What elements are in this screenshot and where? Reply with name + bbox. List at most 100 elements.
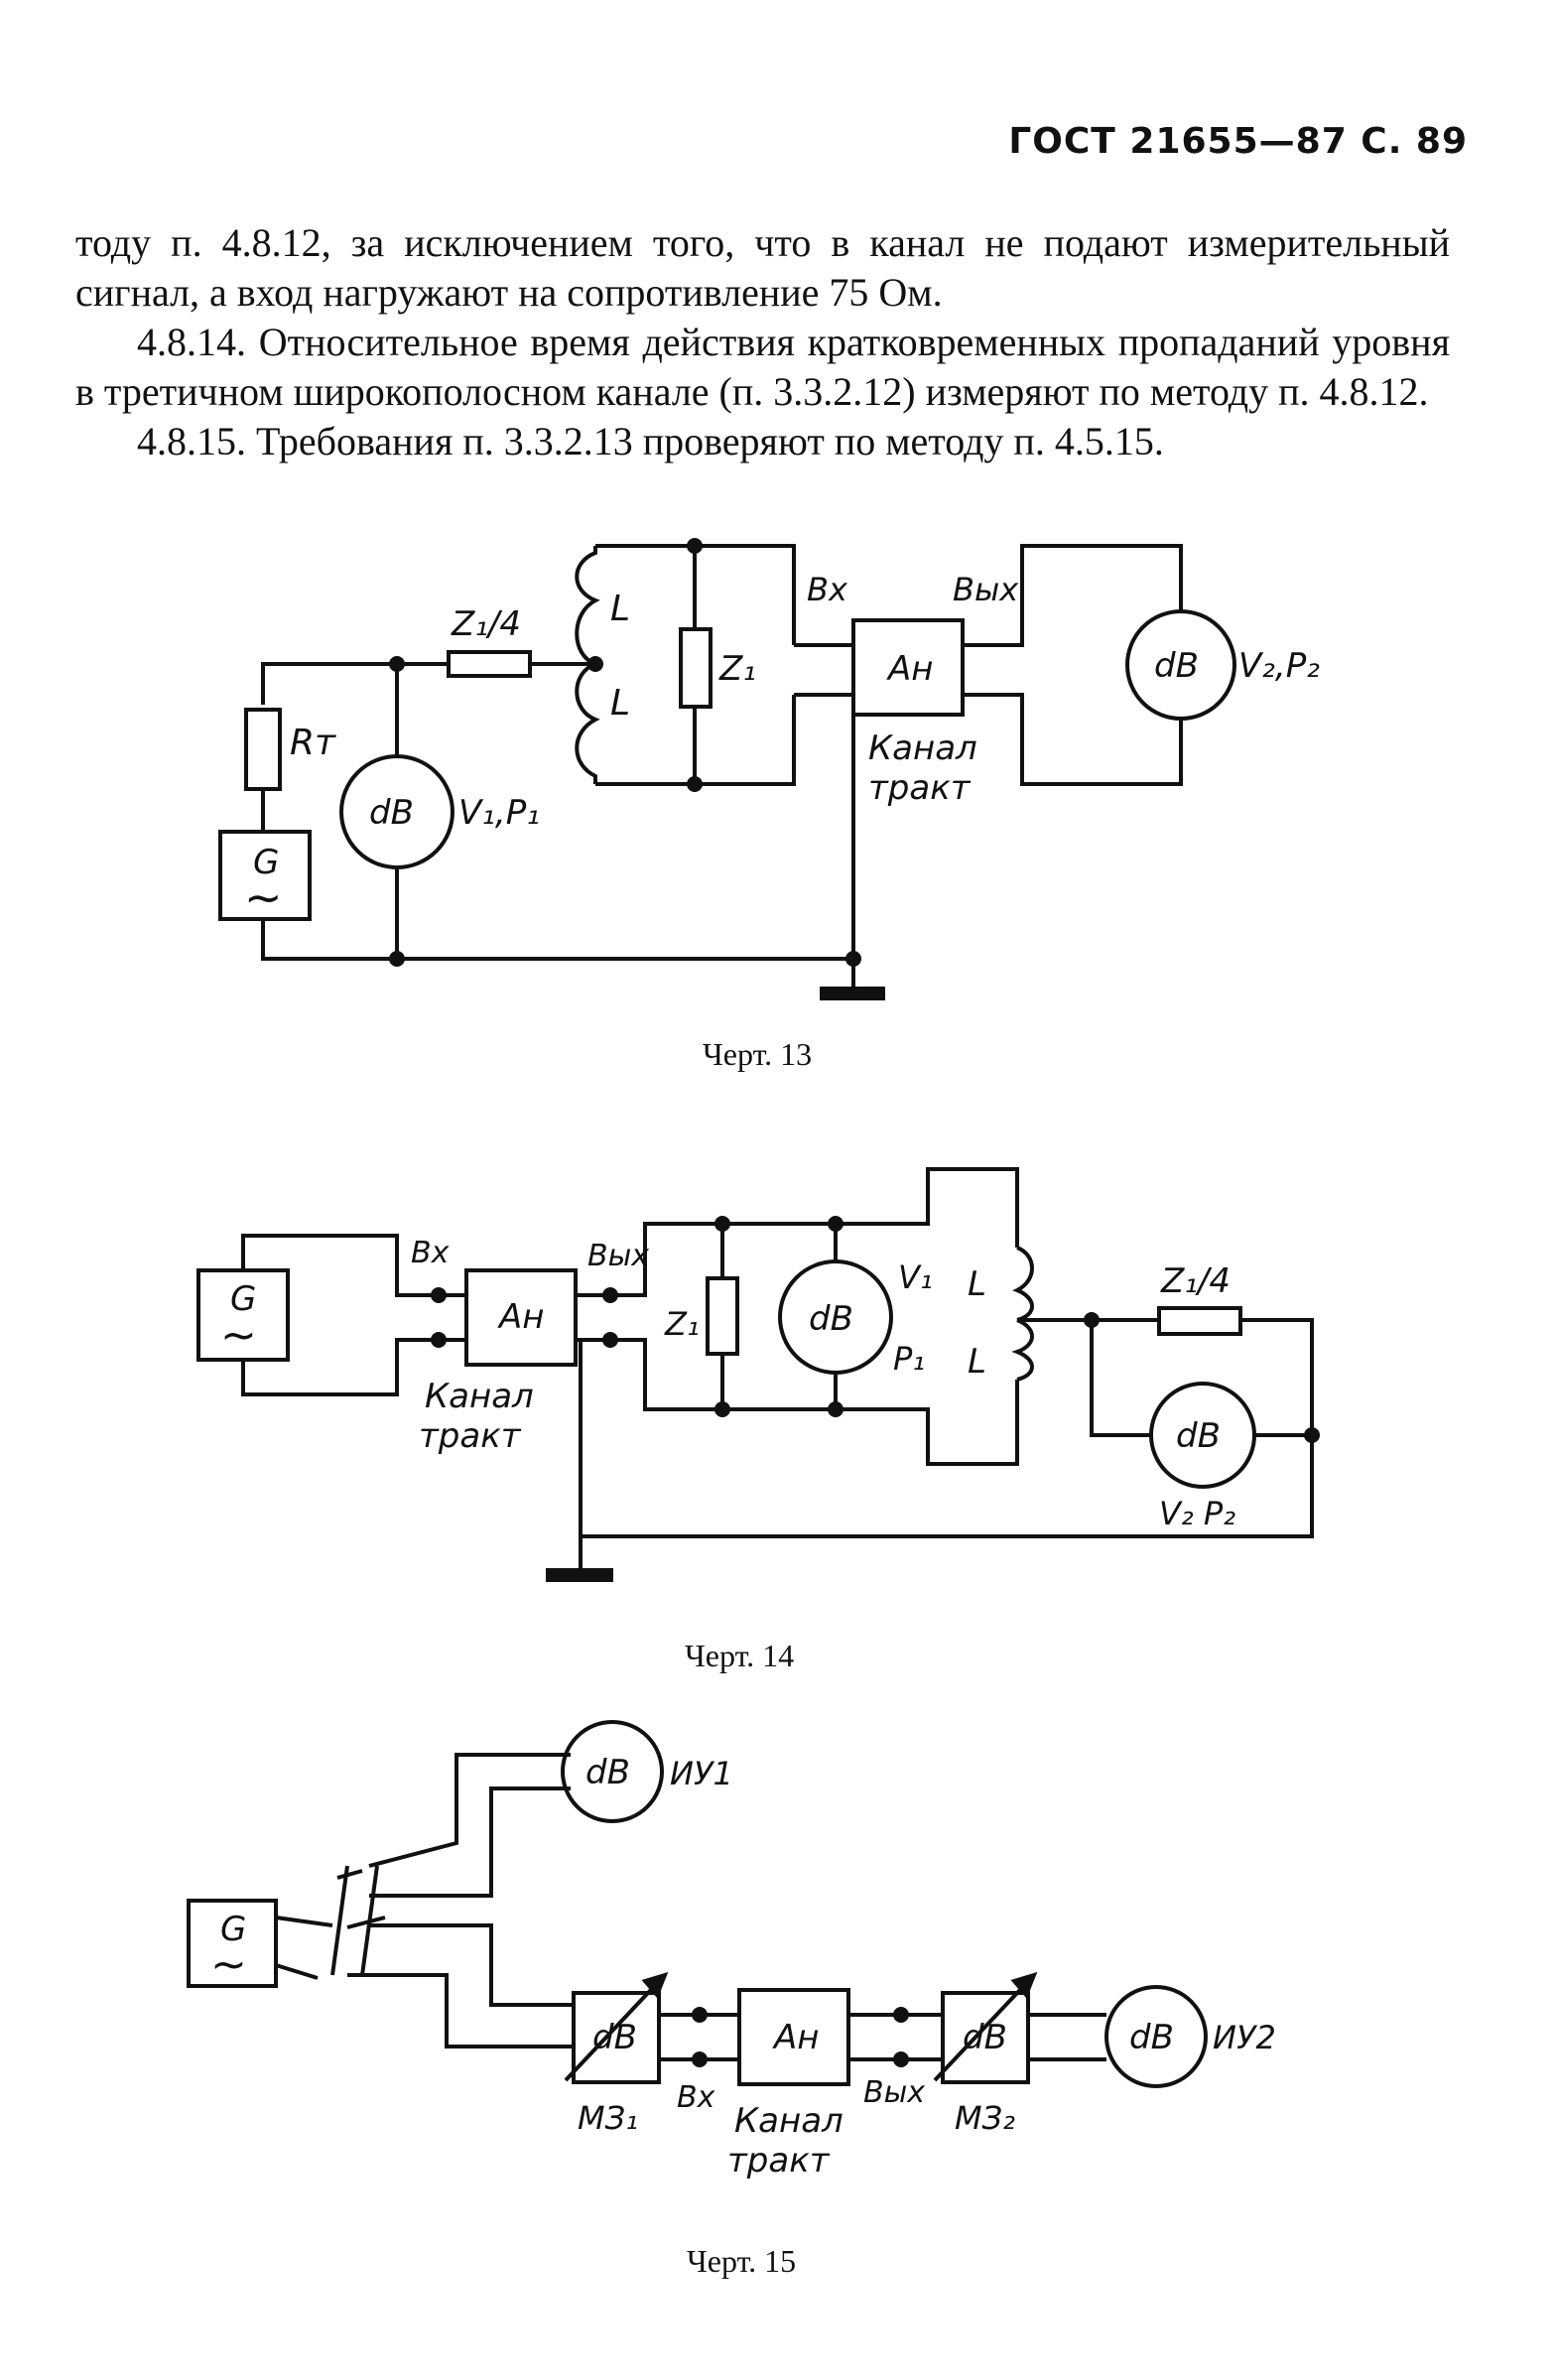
- db-meter-iu1-circle: [561, 1720, 664, 1823]
- junction-dot: [893, 2007, 909, 2023]
- label-z1: Z₁: [718, 649, 756, 689]
- arrow-head: [1010, 1971, 1038, 1999]
- db-meter-iu2-label: dB: [1129, 2018, 1174, 2057]
- wire: [595, 695, 796, 786]
- amplifier-block: [464, 1268, 578, 1367]
- circuit-diagram-14: G ~ Вх Вых Aн Канал тракт Z₁ dB V₁ P₁ L …: [196, 1167, 1320, 1582]
- attenuator-mz1-label: dB: [592, 2018, 637, 2057]
- wire: [241, 1338, 466, 1396]
- attenuator-arrow: [933, 1973, 1036, 2082]
- label-channel: Канал: [734, 2101, 843, 2141]
- junction-dot: [431, 1332, 447, 1348]
- label-vyx: Вых: [587, 1239, 649, 1273]
- label-v2-p2: V₂,P₂: [1238, 646, 1320, 686]
- paragraph-4-8-15: 4.8.15. Требования п. 3.3.2.13 проверяют…: [137, 419, 1164, 463]
- label-l-top: L: [610, 589, 630, 629]
- body-text: тоду п. 4.8.12, за исключением того, что…: [75, 218, 1450, 466]
- wire: [261, 662, 397, 705]
- label-iu1: ИУ1: [670, 1755, 733, 1792]
- label-z1: Z₁: [664, 1305, 700, 1343]
- label-channel: Канал: [868, 728, 977, 768]
- junction-dot: [1304, 1427, 1320, 1443]
- amplifier-label: Aн: [497, 1297, 545, 1337]
- junction-dot: [602, 1287, 618, 1303]
- circuit-diagram-15: dB ИУ1 G ~ dB МЗ₁ Вх Aн Канал тракт Вых …: [187, 1720, 1276, 2181]
- db-meter-label: dB: [369, 793, 414, 833]
- db-meter-iu1-label: dB: [585, 1753, 630, 1792]
- wire: [347, 1973, 574, 2049]
- label-rt: Rт: [290, 723, 336, 763]
- arrow-head: [641, 1971, 669, 1999]
- wire: [275, 1916, 333, 1927]
- caption-figure-14: Черт. 14: [685, 1638, 795, 1673]
- resistor-z1: [679, 627, 713, 709]
- wire: [963, 693, 1183, 786]
- generator-label: G: [220, 1910, 246, 1949]
- paragraph-4-8-14: 4.8.14. Относительное время действия кра…: [75, 320, 1450, 414]
- resistor-z1-4: [447, 650, 532, 678]
- junction-dot: [828, 1401, 843, 1417]
- inductor-coil: [575, 662, 600, 784]
- wire: [576, 1338, 1019, 1466]
- generator-label: G: [253, 843, 279, 882]
- inductor-coil: [1011, 1318, 1034, 1382]
- wire: [369, 1786, 571, 1898]
- db-meter-output-circle: [1125, 609, 1236, 721]
- junction-dot: [893, 2051, 909, 2067]
- junction-dot: [828, 1216, 843, 1232]
- wire: [576, 1167, 1019, 1297]
- amplifier-block: [737, 1988, 850, 2086]
- resistor-z1-4: [1157, 1306, 1242, 1336]
- wire: [1090, 1320, 1151, 1437]
- junction-dot: [692, 2007, 708, 2023]
- wire: [241, 1234, 466, 1297]
- ground-symbol: [820, 987, 885, 1000]
- junction-dot: [602, 1332, 618, 1348]
- label-mz2: МЗ₂: [955, 2099, 1015, 2137]
- paragraph-continuation: тоду п. 4.8.12, за исключением того, что…: [75, 220, 1450, 315]
- inductor-coil: [1012, 1246, 1034, 1322]
- inductor-coil: [575, 546, 600, 666]
- wire: [595, 544, 796, 645]
- generator-wave: ~: [220, 1310, 257, 1361]
- label-v1: V₁: [898, 1258, 933, 1296]
- label-z1-4: Z₁/4: [1160, 1261, 1231, 1301]
- junction-dot: [692, 2051, 708, 2067]
- junction-dot: [687, 538, 703, 554]
- junction-dot: [389, 951, 405, 967]
- label-vyx: Вых: [953, 571, 1019, 608]
- db-meter-output-label: dB: [1176, 1416, 1221, 1456]
- generator-wave: ~: [210, 1939, 247, 1990]
- running-header: ГОСТ 21655—87 С. 89: [1008, 121, 1468, 162]
- wire: [261, 919, 853, 961]
- label-l-bottom: L: [610, 683, 630, 724]
- wire: [275, 1963, 319, 1980]
- caption-figure-13: Черт. 13: [703, 1036, 813, 1072]
- wire: [1240, 1318, 1314, 1435]
- circuit-diagram-13: Rт G ~ dB V₁,P₁ Z₁/4 L L Z₁ Вх Вых Aн Ка…: [218, 538, 1320, 1000]
- attenuator-mz2: [941, 1991, 1030, 2084]
- label-vx: Вх: [807, 571, 848, 608]
- label-v1-p1: V₁,P₁: [458, 793, 540, 833]
- label-mz1: МЗ₁: [578, 2099, 638, 2137]
- label-vx: Вх: [411, 1236, 450, 1270]
- label-vyx: Вых: [863, 2075, 925, 2110]
- amplifier-label: Aн: [886, 649, 934, 689]
- attenuator-mz1: [572, 1991, 661, 2084]
- amplifier-label: Aн: [772, 2018, 820, 2057]
- label-tract: тракт: [727, 2141, 831, 2181]
- label-vx: Вх: [677, 2080, 715, 2115]
- label-l-top: L: [968, 1264, 986, 1304]
- db-meter-iu2-circle: [1104, 1985, 1208, 2088]
- caption-figure-15: Черт. 15: [687, 2243, 797, 2279]
- label-p1: P₁: [893, 1340, 925, 1378]
- junction-dot: [714, 1216, 730, 1232]
- junction-dot: [431, 1287, 447, 1303]
- wire: [581, 1435, 1314, 1538]
- generator-box: [187, 1899, 278, 1988]
- label-tract: тракт: [868, 768, 972, 808]
- db-meter-output-label: dB: [1154, 646, 1199, 686]
- amplifier-block: [851, 618, 965, 717]
- wire: [369, 1923, 574, 2007]
